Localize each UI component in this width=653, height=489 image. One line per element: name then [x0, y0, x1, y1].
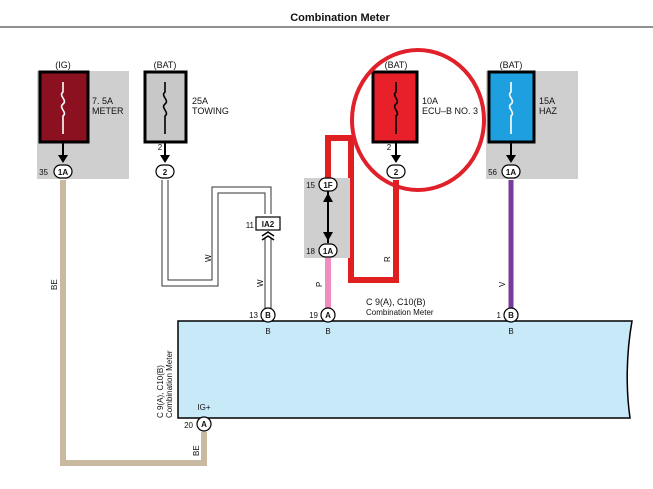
meter-pin-13: 13 B B	[249, 307, 276, 336]
highlight-circle	[350, 48, 486, 192]
svg-text:IA2: IA2	[262, 220, 275, 229]
fuse-symbol	[60, 82, 66, 134]
svg-text:20: 20	[184, 421, 193, 430]
svg-text:HAZ: HAZ	[539, 106, 558, 116]
connector-1a-j	[318, 243, 338, 258]
wire-label-v: V	[498, 281, 507, 287]
svg-text:18: 18	[306, 247, 315, 256]
svg-text:2: 2	[163, 168, 168, 177]
svg-text:B: B	[508, 311, 514, 320]
connector-ia2: 11 IA2	[246, 216, 281, 241]
svg-text:15: 15	[306, 181, 315, 190]
fuse-towing: (BAT) 25A TOWING 2 2	[143, 60, 229, 179]
svg-text:(IG): (IG)	[55, 60, 71, 70]
svg-text:TOWING: TOWING	[192, 106, 229, 116]
svg-text:ECU–B NO. 3: ECU–B NO. 3	[422, 106, 478, 116]
connector-1a-haz	[501, 164, 521, 179]
wire-label-w: W	[204, 254, 213, 262]
meter-pin-19: 19 A B	[309, 307, 336, 336]
meter-body	[177, 320, 633, 419]
diagram-title: Combination Meter	[290, 12, 390, 24]
svg-text:2: 2	[158, 143, 163, 152]
svg-text:10A: 10A	[422, 96, 438, 106]
svg-text:(BAT): (BAT)	[154, 60, 177, 70]
combination-meter: C 9(A), C10(B) Combination Meter C 9(A),…	[156, 297, 633, 419]
wire-r	[325, 135, 399, 283]
svg-text:B: B	[508, 327, 513, 336]
junction-block: 15 1F 18 1A	[304, 177, 350, 258]
svg-text:METER: METER	[92, 106, 124, 116]
fuse-symbol	[508, 82, 514, 134]
connector-2	[155, 164, 175, 179]
svg-text:11: 11	[246, 221, 255, 230]
svg-text:1: 1	[497, 311, 502, 320]
svg-text:25A: 25A	[192, 96, 208, 106]
svg-text:1F: 1F	[323, 181, 332, 190]
svg-text:B: B	[265, 327, 270, 336]
fuse-symbol	[162, 82, 168, 134]
meter-side-name: Combination Meter	[165, 350, 174, 418]
svg-text:1A: 1A	[323, 247, 333, 256]
meter-side-connector: C 9(A), C10(B)	[156, 365, 165, 418]
fuse-body	[38, 70, 90, 144]
wire-label-p: P	[315, 282, 324, 287]
connector-2b	[386, 164, 406, 179]
fuse-ecu-b-no3: (BAT) 10A ECU–B NO. 3 2 2	[371, 60, 478, 179]
svg-text:A: A	[325, 311, 331, 320]
svg-text:A: A	[201, 420, 207, 429]
svg-text:B: B	[265, 311, 271, 320]
connector-1a	[53, 164, 73, 179]
svg-text:IG+: IG+	[197, 403, 210, 412]
svg-text:(BAT): (BAT)	[385, 60, 408, 70]
meter-connector-label: C 9(A), C10(B)	[366, 297, 426, 307]
meter-pin-ig: IG+ 20 A	[184, 403, 212, 432]
svg-text:1A: 1A	[506, 168, 516, 177]
svg-text:2: 2	[387, 143, 392, 152]
wire-label-be: BE	[50, 279, 59, 290]
meter-pin-1: 1 B B	[497, 307, 519, 336]
wire-label-w2: W	[256, 279, 265, 287]
svg-text:B: B	[325, 327, 330, 336]
svg-text:15A: 15A	[539, 96, 555, 106]
svg-text:(BAT): (BAT)	[500, 60, 523, 70]
svg-text:1A: 1A	[58, 168, 68, 177]
wire-label-r: R	[383, 256, 392, 262]
svg-text:35: 35	[39, 168, 48, 177]
fuse-symbol	[393, 82, 399, 134]
meter-name: Combination Meter	[366, 308, 434, 317]
wire-w-inner	[162, 180, 271, 286]
svg-text:7. 5A: 7. 5A	[92, 96, 113, 106]
wire-label-be2: BE	[192, 445, 201, 456]
fuse-haz: (BAT) 15A HAZ 56 1A	[486, 60, 578, 179]
svg-text:19: 19	[309, 311, 318, 320]
fuse-meter: (IG) 7. 5A METER 35 1A	[37, 60, 129, 179]
svg-text:13: 13	[249, 311, 258, 320]
svg-text:2: 2	[394, 168, 399, 177]
wire-be	[60, 180, 207, 466]
svg-text:56: 56	[488, 168, 497, 177]
